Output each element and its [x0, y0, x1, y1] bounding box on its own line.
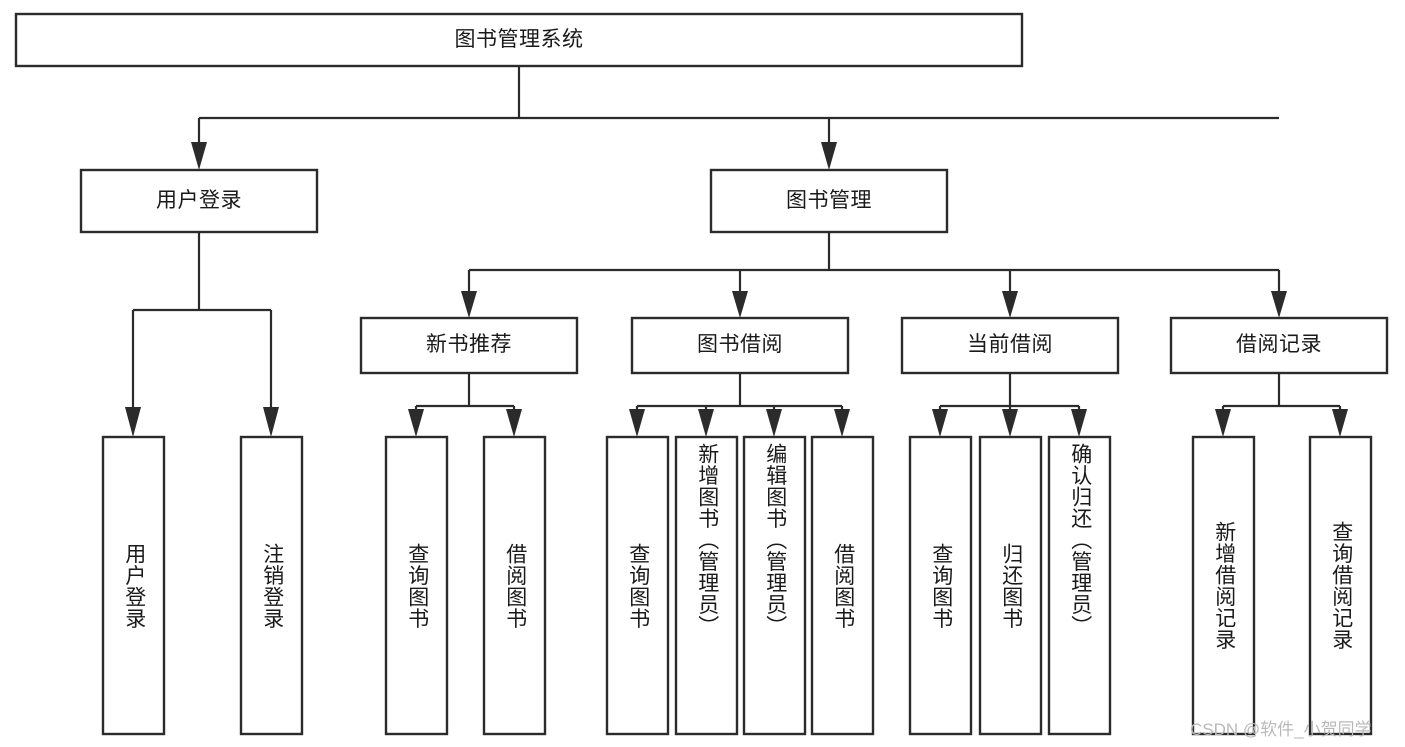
leaf-box-borrow-record-1[interactable]: [1308, 435, 1373, 736]
node-box-current-borrow[interactable]: [900, 316, 1120, 375]
connector-borrowrecord-to-leaves: [1215, 373, 1348, 437]
leaf-box-current-borrow-2[interactable]: [1047, 435, 1112, 736]
node-box-root[interactable]: [14, 12, 1024, 68]
leaf-box-user-login-1[interactable]: [239, 435, 304, 736]
leaf-box-borrow-record-0[interactable]: [1191, 435, 1256, 736]
leaf-box-book-borrow-3[interactable]: [810, 435, 875, 736]
connector-bookmgmt-to-level3: [461, 232, 1287, 318]
leaf-box-book-borrow-2[interactable]: [742, 435, 807, 736]
leaf-box-new-book-1[interactable]: [482, 435, 547, 736]
leaf-box-user-login-0[interactable]: [101, 435, 166, 736]
node-box-book-management[interactable]: [709, 168, 949, 234]
connector-userlogin-to-leaves: [125, 232, 279, 437]
leaf-box-book-borrow-1[interactable]: [674, 435, 739, 736]
connector-currentborrow-to-leaves: [932, 373, 1087, 437]
connector-root-to-level2: [191, 66, 1279, 170]
leaf-box-new-book-0[interactable]: [384, 435, 449, 736]
connector-newbook-to-leaves: [408, 373, 522, 437]
node-box-borrow-record[interactable]: [1169, 316, 1389, 375]
leaf-box-book-borrow-0[interactable]: [605, 435, 670, 736]
node-box-new-book-recommend[interactable]: [359, 316, 579, 375]
leaf-box-current-borrow-1[interactable]: [978, 435, 1043, 736]
node-box-user-login[interactable]: [79, 168, 319, 234]
leaf-box-current-borrow-0[interactable]: [908, 435, 973, 736]
connector-bookborrow-to-leaves: [629, 373, 850, 437]
node-box-book-borrow[interactable]: [630, 316, 850, 375]
